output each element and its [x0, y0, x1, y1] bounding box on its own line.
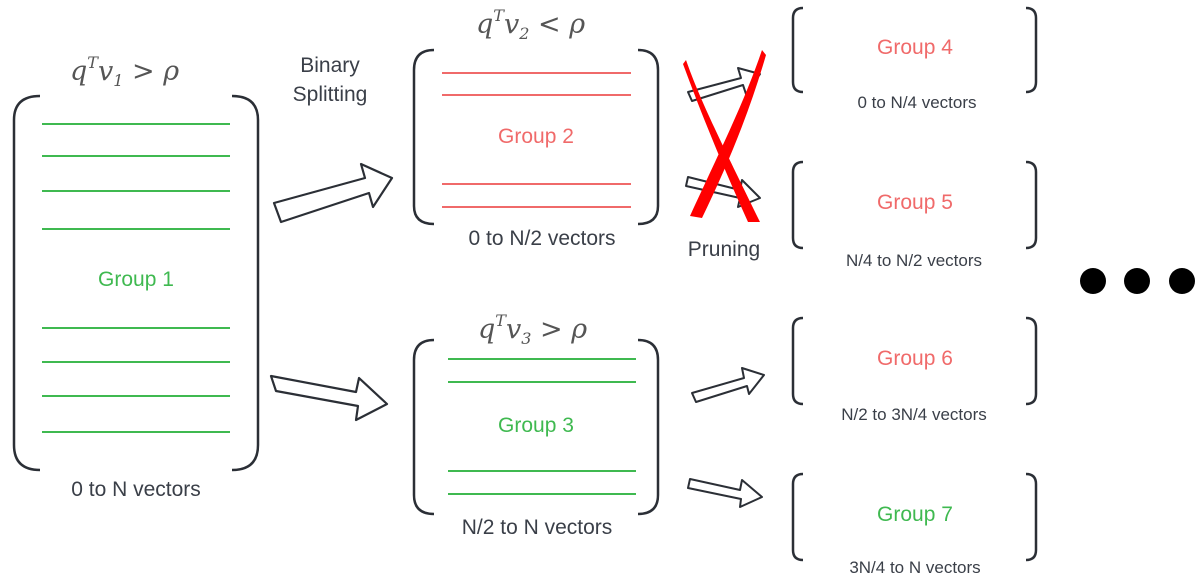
- group-3-right-bracket: [637, 338, 660, 516]
- binary-splitting-label-line1: Binary: [300, 54, 360, 77]
- group-2-vector-lines: [442, 72, 631, 208]
- condition-1: qTv1 > ρ: [70, 53, 179, 90]
- group-6-box: Group 6 N/2 to 3N/4 vectors: [791, 316, 1038, 424]
- group-3-range: N/2 to N vectors: [462, 516, 613, 539]
- condition-2: qTv2 < ρ: [476, 6, 585, 43]
- condition-3: qTv3 > ρ: [478, 311, 587, 348]
- arrow-to-group-2-icon: [272, 162, 394, 224]
- group-2-right-bracket: [637, 48, 660, 226]
- group-1-right-bracket: [231, 94, 260, 472]
- binary-splitting-label-line2: Splitting: [293, 83, 368, 106]
- group-1-vector-lines: [42, 123, 230, 433]
- group-3-vector-lines: [448, 358, 636, 495]
- group-2-left-bracket: [412, 48, 435, 226]
- group-3-box: Group 3 N/2 to N vectors: [412, 338, 660, 539]
- pruning-label: Pruning: [688, 238, 760, 261]
- group-4-range: 0 to N/4 vectors: [857, 93, 976, 112]
- group-2-box: Group 2 0 to N/2 vectors: [412, 48, 660, 250]
- continuation-dots-icon: [1080, 268, 1195, 294]
- group-3-label: Group 3: [498, 414, 574, 437]
- group-3-left-bracket: [412, 338, 435, 516]
- group-7-label: Group 7: [877, 503, 953, 526]
- group-1-left-bracket: [12, 94, 41, 472]
- group-6-label: Group 6: [877, 347, 953, 370]
- arrow-to-group-6-icon: [691, 367, 765, 403]
- group-5-box: Group 5 N/4 to N/2 vectors: [791, 160, 1038, 270]
- group-5-label: Group 5: [877, 191, 953, 214]
- group-2-range: 0 to N/2 vectors: [468, 227, 615, 250]
- group-2-label: Group 2: [498, 125, 574, 148]
- group-7-box: Group 7 3N/4 to N vectors: [791, 472, 1038, 577]
- group-1-label: Group 1: [98, 268, 174, 291]
- group-5-range: N/4 to N/2 vectors: [846, 251, 982, 270]
- arrow-to-group-7-icon: [687, 478, 763, 508]
- group-4-label: Group 4: [877, 36, 953, 59]
- group-4-box: Group 4 0 to N/4 vectors: [791, 6, 1038, 112]
- pruning-cross-icon: [683, 50, 766, 222]
- group-1-range: 0 to N vectors: [71, 478, 201, 501]
- group-7-range: 3N/4 to N vectors: [849, 558, 980, 577]
- group-1-box: Group 1 0 to N vectors: [12, 94, 260, 501]
- group-6-range: N/2 to 3N/4 vectors: [841, 405, 987, 424]
- arrow-to-group-3-icon: [269, 374, 389, 422]
